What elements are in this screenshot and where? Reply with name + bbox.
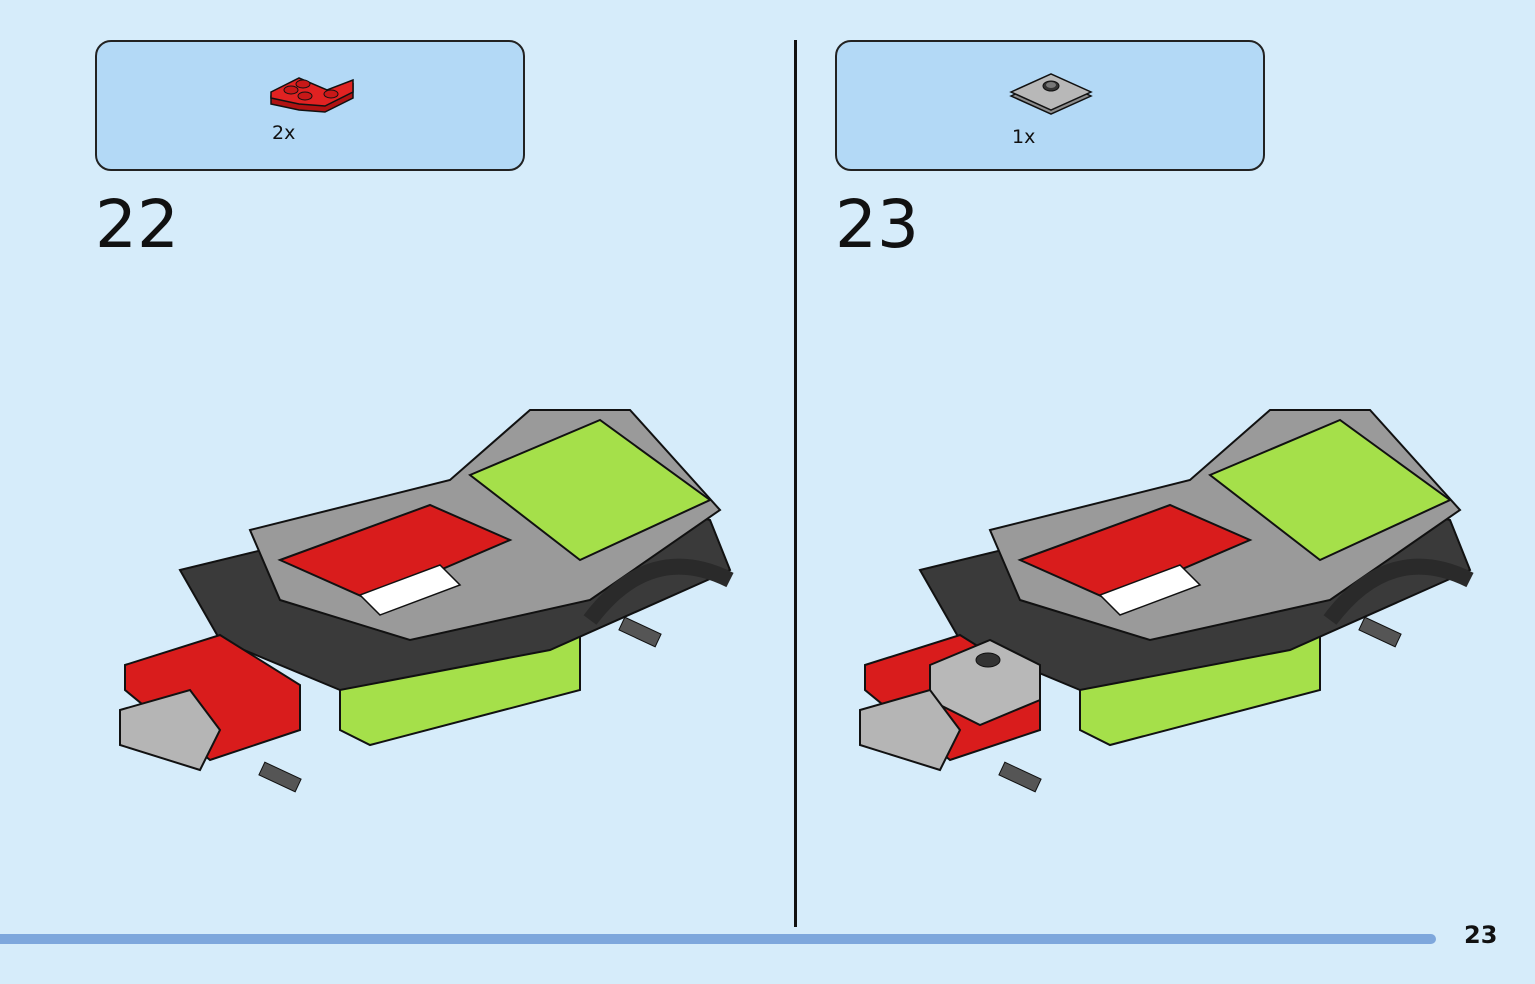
page-number: 23 bbox=[1464, 921, 1498, 949]
step-number-22: 22 bbox=[95, 186, 179, 263]
gray-jumper-plate-icon bbox=[1009, 73, 1093, 115]
parts-callout-step-22: 2x bbox=[95, 40, 525, 171]
red-corner-plate-icon bbox=[270, 77, 354, 113]
parts-callout-step-23: 1x bbox=[835, 40, 1265, 171]
part-quantity-step-23: 1x bbox=[1012, 126, 1036, 148]
model-assembly-step-22 bbox=[119, 409, 734, 793]
step-number-23: 23 bbox=[835, 186, 919, 263]
part-quantity-step-22: 2x bbox=[272, 122, 296, 144]
model-assembly-step-23 bbox=[859, 409, 1474, 793]
progress-bar bbox=[0, 934, 1436, 944]
step-divider bbox=[794, 40, 797, 927]
